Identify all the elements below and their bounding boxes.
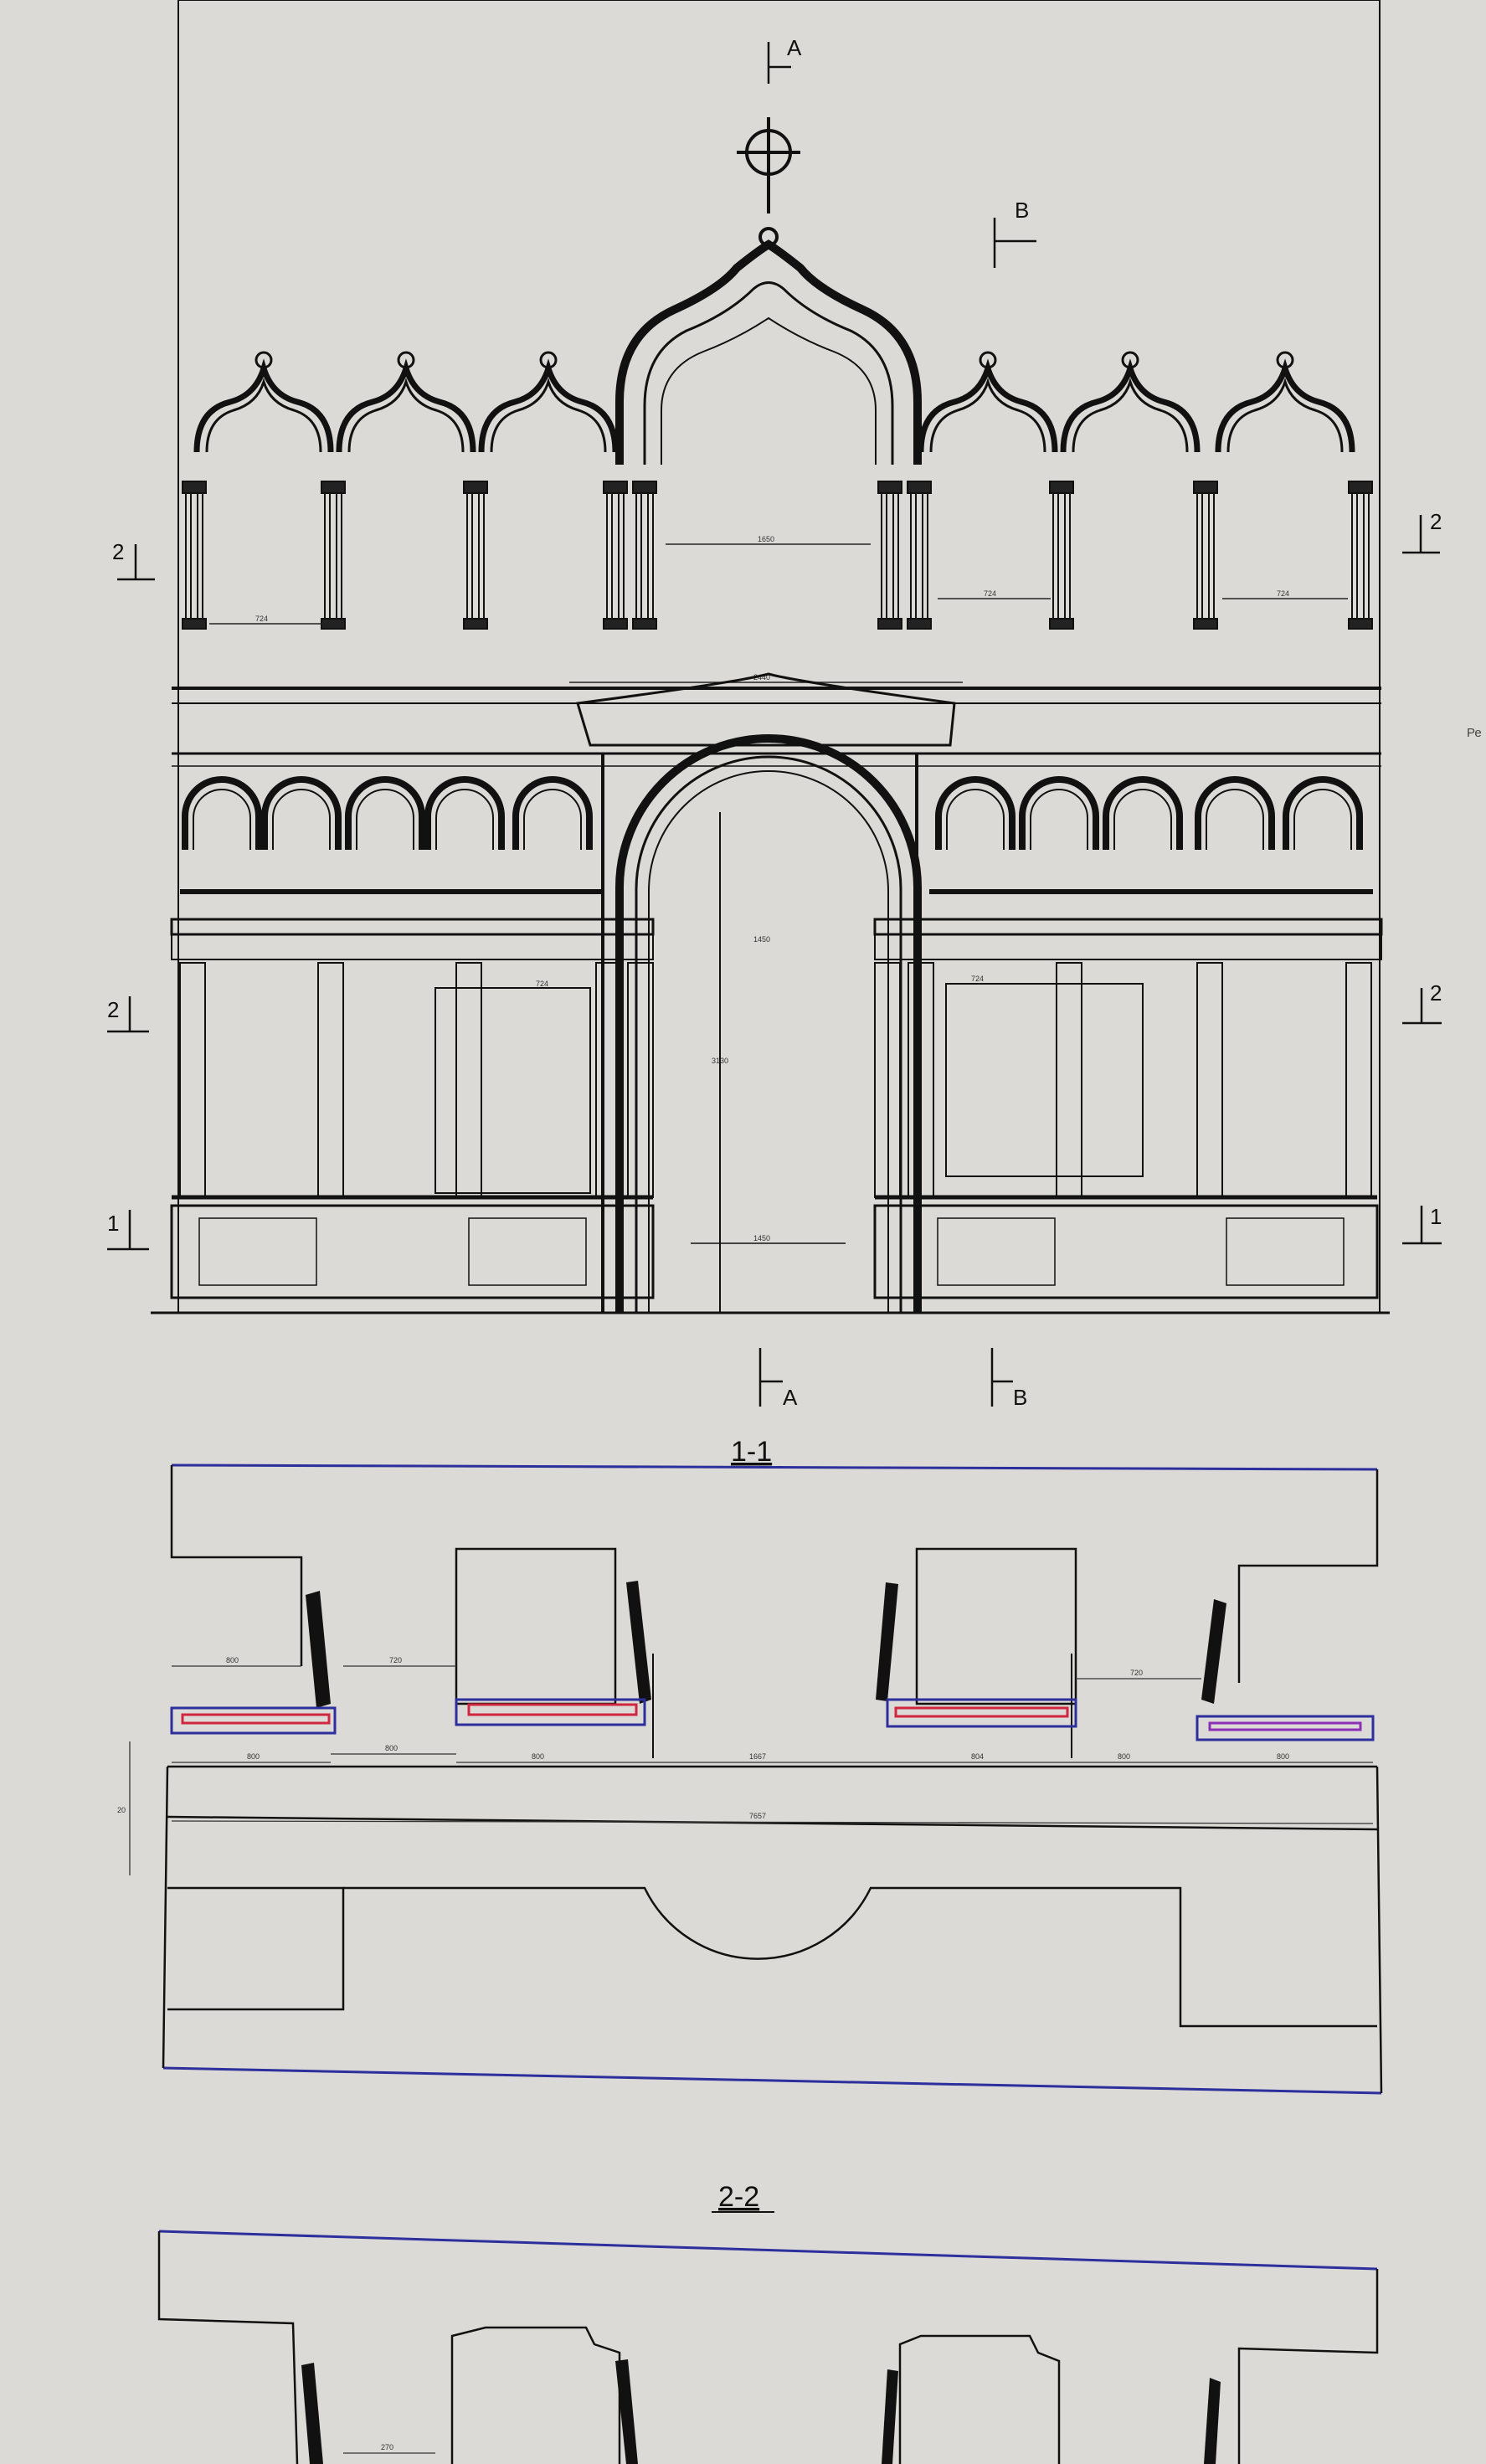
plinth [151,1195,1390,1314]
cross-icon [737,117,800,247]
plan-1-1-dim-2: 720 [389,1656,402,1664]
upper-kokoshniks [197,352,1352,452]
plan-1-1-dim-lines [129,1665,1374,1875]
label-section-b-top: B [1015,198,1029,223]
plan-1-1-dim-12: 20 [117,1806,126,1814]
dim-base-width: 1450 [753,1234,770,1242]
plan-1-1-frames [170,1698,1375,1741]
dim-upper-right-2: 724 [1277,589,1289,598]
plan-1-1-dim-6: 1667 [749,1752,766,1761]
section-marker-a-bottom [758,1348,783,1407]
plan-1-1-dim-11: 7657 [749,1812,766,1820]
label-level-left-2-upper: 2 [112,539,124,564]
central-kokoshnik [615,239,922,465]
plan-1-1-dim-10: 800 [1277,1752,1289,1761]
dim-right-panel: 724 [971,975,984,983]
plan-1-1-doors [306,1581,1226,1708]
section-marker-b-bottom [990,1348,1013,1407]
side-margin-text: Ре [1467,726,1482,740]
upper-dimension-lines [209,543,1348,683]
dim-upper-left-1: 724 [255,615,268,623]
plan-1-1-dim-9: 720 [1130,1669,1143,1677]
plan-section-2-2: 2-2 270 [157,2181,1379,2464]
label-section-a-bottom: A [783,1385,798,1410]
plan-section-1-1: 1-1 [117,1436,1383,2095]
level-markers-right [1402,515,1442,1245]
label-level-left-1: 1 [107,1211,119,1236]
entablature-band [172,672,1381,767]
label-section-b-bottom: B [1013,1385,1027,1410]
lower-columns [179,962,1372,1198]
section-marker-b-top [993,218,1036,268]
plan-2-2-title: 2-2 [718,2181,759,2213]
lower-cornice [170,918,1383,960]
plan-1-1-dim-8: 800 [1118,1752,1130,1761]
sheet-frame [177,0,1381,1314]
plan-2-2-outline [157,2231,1379,2464]
label-level-right-2-upper: 2 [1430,509,1442,534]
label-level-left-2-lower: 2 [107,997,119,1022]
dim-doors-height: 3130 [712,1057,728,1065]
plan-1-1-dim-5: 800 [532,1752,544,1761]
plan-1-1-dim-4: 800 [385,1744,398,1752]
plan-2-2-doors [301,2359,1221,2464]
section-marker-a-top [767,42,791,84]
dim-tier-band: 2440 [753,673,770,682]
plan-1-1-dim-3: 800 [247,1752,260,1761]
middle-arcade [180,779,1373,894]
dim-center-tier: 1650 [758,535,774,543]
dim-left-panel: 724 [536,980,548,988]
dim-upper-right-1: 724 [984,589,996,598]
iconostasis-elevation: 724 1650 724 724 2440 [107,0,1482,1410]
royal-doors [601,734,922,1313]
plan-1-1-outline [162,1465,1383,2094]
plan-1-1-dim-7: 804 [971,1752,984,1761]
label-section-a-top: A [787,35,802,60]
upper-columns [182,481,1373,630]
dim-doors-width: 1450 [753,935,770,944]
label-level-right-2-lower: 2 [1430,980,1442,1006]
plan-2-2-dim-1: 270 [381,2443,393,2451]
plan-1-1-dim-1: 800 [226,1656,239,1664]
level-markers-left [107,544,155,1251]
label-level-right-1: 1 [1430,1204,1442,1229]
plan-1-1-title: 1-1 [731,1436,772,1468]
